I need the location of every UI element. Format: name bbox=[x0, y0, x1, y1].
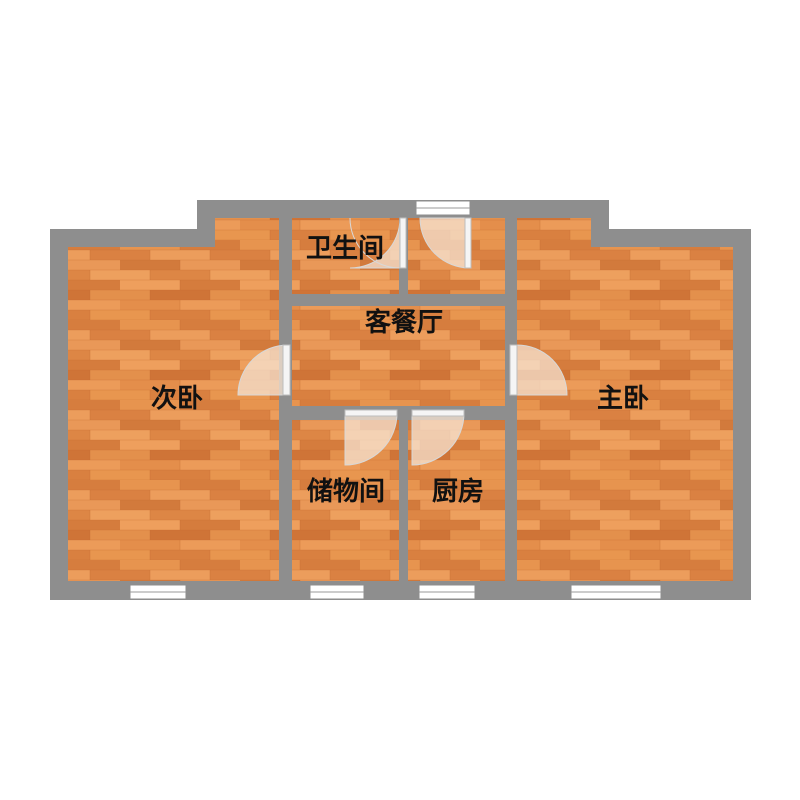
door-swing-second-bedroom bbox=[237, 344, 289, 396]
door-leaf-entry bbox=[464, 217, 472, 269]
room-label-living-dining: 客餐厅 bbox=[365, 307, 443, 338]
room-label-bathroom: 卫生间 bbox=[306, 234, 384, 264]
room-label-second-bedroom: 次卧 bbox=[151, 384, 203, 414]
door-leaf-bathroom bbox=[399, 217, 407, 269]
door-leaf-master-bedroom bbox=[509, 344, 518, 396]
door-swing-bathroom bbox=[349, 217, 401, 269]
room-label-kitchen: 厨房 bbox=[432, 477, 484, 507]
door-leaf-kitchen bbox=[411, 409, 465, 417]
floor-master-bedroom bbox=[517, 218, 733, 581]
door-swing-master-bedroom bbox=[516, 344, 568, 396]
door-arc-bathroom bbox=[349, 217, 401, 269]
door-leaf-second-bedroom bbox=[282, 344, 291, 396]
floor-living-dining bbox=[292, 306, 505, 406]
room-label-master-bedroom: 主卧 bbox=[597, 384, 649, 414]
doors bbox=[237, 217, 568, 466]
floor-second-bedroom bbox=[68, 218, 279, 581]
window-lines bbox=[130, 207, 661, 593]
door-swing-kitchen bbox=[411, 412, 465, 466]
door-swing-storage bbox=[344, 412, 398, 466]
floor-bathroom bbox=[292, 218, 399, 294]
room-label-storage: 储物间 bbox=[307, 476, 385, 507]
door-leaf-storage bbox=[344, 409, 398, 417]
